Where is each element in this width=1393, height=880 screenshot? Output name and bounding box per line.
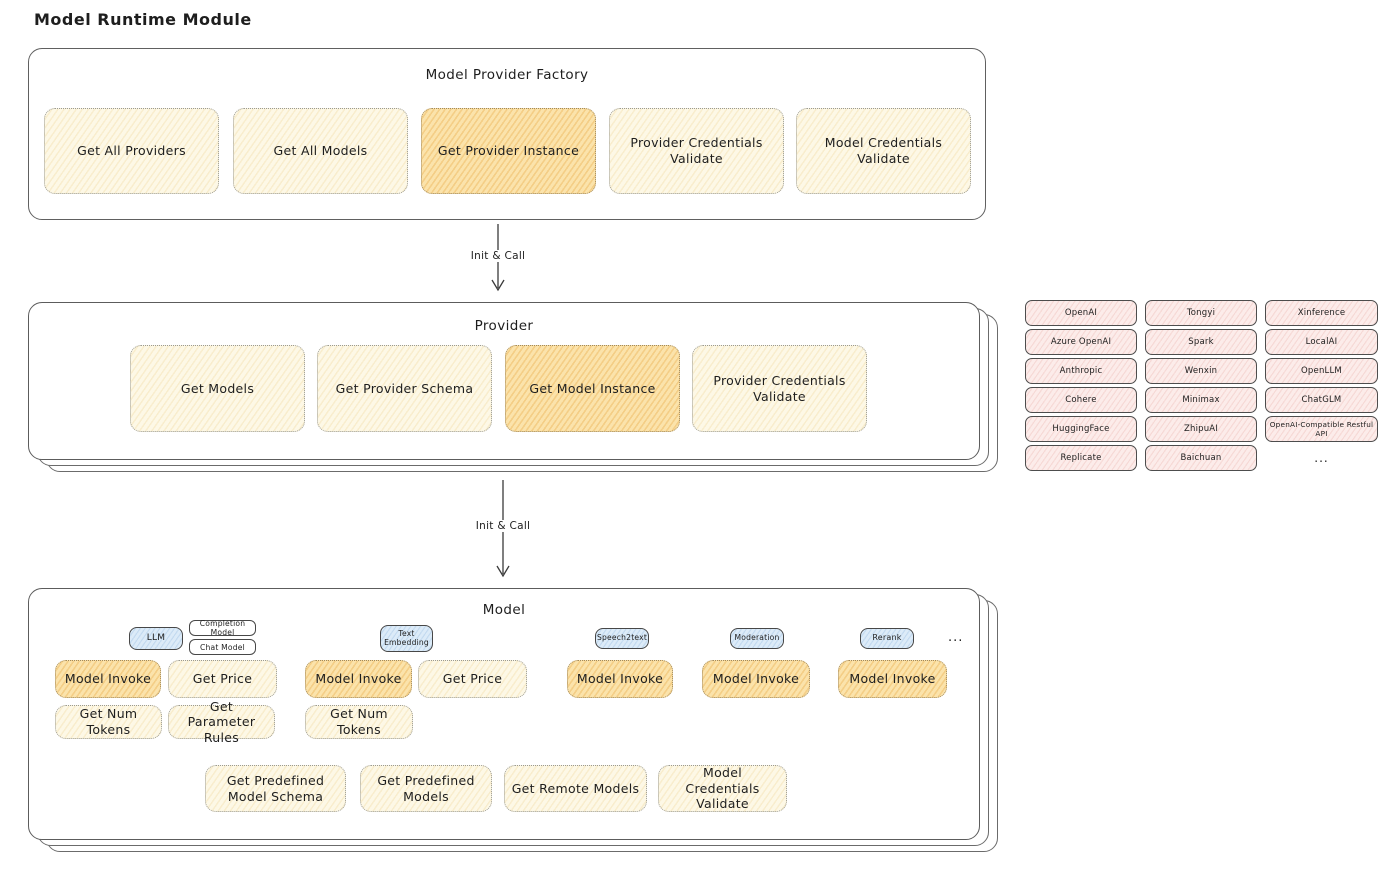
provider-chip-minimax: Minimax: [1145, 387, 1257, 413]
node-moderation-model-invoke: Model Invoke: [702, 660, 810, 698]
node-get-predefined-models: Get Predefined Models: [360, 765, 492, 812]
node-get-all-providers: Get All Providers: [44, 108, 219, 194]
tab-rerank: Rerank: [860, 628, 914, 649]
provider-chip-replicate: Replicate: [1025, 445, 1137, 471]
node-get-all-models: Get All Models: [233, 108, 408, 194]
subtab-completion-model: Completion Model: [189, 619, 256, 637]
arrow-factory-to-provider: Init & Call: [465, 224, 531, 296]
node-llm-model-invoke: Model Invoke: [55, 660, 161, 698]
provider-chip-localai: LocalAI: [1265, 329, 1378, 355]
provider-chip-anthropic: Anthropic: [1025, 358, 1137, 384]
tabs-more-ellipsis: ...: [948, 630, 964, 645]
node-get-predefined-model-schema: Get Predefined Model Schema: [205, 765, 346, 812]
tab-moderation: Moderation: [730, 628, 784, 649]
node-get-provider-instance: Get Provider Instance: [421, 108, 596, 194]
node-model-credentials-validate-factory: Model Credentials Validate: [796, 108, 971, 194]
node-rerank-model-invoke: Model Invoke: [838, 660, 947, 698]
arrow-label-init-call-2: Init & Call: [470, 519, 536, 532]
node-llm-get-price: Get Price: [168, 660, 277, 698]
node-speech2text-model-invoke: Model Invoke: [567, 660, 673, 698]
node-text-embedding-get-num-tokens: Get Num Tokens: [305, 705, 413, 739]
node-get-model-instance: Get Model Instance: [505, 345, 680, 432]
provider-list: OpenAI Tongyi Xinference Azure OpenAI Sp…: [1025, 300, 1378, 471]
node-get-remote-models: Get Remote Models: [504, 765, 647, 812]
arrow-label-init-call-1: Init & Call: [465, 250, 531, 263]
arrow-provider-to-model: Init & Call: [470, 480, 536, 582]
node-llm-get-parameter-rules: Get Parameter Rules: [168, 699, 275, 745]
provider-chip-wenxin: Wenxin: [1145, 358, 1257, 384]
provider-chip-more: ...: [1314, 451, 1329, 465]
provider-chip-openai-compatible: OpenAI-Compatible Restful API: [1265, 416, 1378, 442]
page-title: Model Runtime Module: [34, 10, 252, 29]
node-provider-credentials-validate-factory: Provider Credentials Validate: [609, 108, 784, 194]
provider-stack: Provider Get Models Get Provider Schema …: [28, 302, 998, 472]
provider-chip-tongyi: Tongyi: [1145, 300, 1257, 326]
factory-box: Model Provider Factory Get All Providers…: [28, 48, 986, 220]
node-get-provider-schema: Get Provider Schema: [317, 345, 492, 432]
provider-chip-openllm: OpenLLM: [1265, 358, 1378, 384]
factory-box-title: Model Provider Factory: [425, 67, 589, 83]
model-box-title: Model: [482, 602, 526, 618]
node-model-credentials-validate: Model Credentials Validate: [658, 765, 787, 812]
provider-chip-openai: OpenAI: [1025, 300, 1137, 326]
tab-llm: LLM: [129, 627, 183, 650]
node-llm-get-num-tokens: Get Num Tokens: [55, 705, 162, 739]
provider-chip-huggingface: HuggingFace: [1025, 416, 1137, 442]
provider-chip-azure-openai: Azure OpenAI: [1025, 329, 1137, 355]
provider-box-title: Provider: [474, 318, 534, 334]
node-provider-credentials-validate: Provider Credentials Validate: [692, 345, 867, 432]
provider-chip-zhipuai: ZhipuAI: [1145, 416, 1257, 442]
provider-chip-cohere: Cohere: [1025, 387, 1137, 413]
node-text-embedding-get-price: Get Price: [418, 660, 527, 698]
provider-chip-spark: Spark: [1145, 329, 1257, 355]
subtab-chat-model: Chat Model: [189, 639, 256, 655]
provider-chip-chatglm: ChatGLM: [1265, 387, 1378, 413]
node-get-models: Get Models: [130, 345, 305, 432]
tab-speech2text: Speech2text: [595, 628, 649, 649]
node-text-embedding-model-invoke: Model Invoke: [305, 660, 412, 698]
provider-chip-baichuan: Baichuan: [1145, 445, 1257, 471]
provider-chip-xinference: Xinference: [1265, 300, 1378, 326]
tab-text-embedding: Text Embedding: [380, 625, 433, 652]
model-stack: Model LLM Completion Model Chat Model Te…: [28, 588, 998, 852]
